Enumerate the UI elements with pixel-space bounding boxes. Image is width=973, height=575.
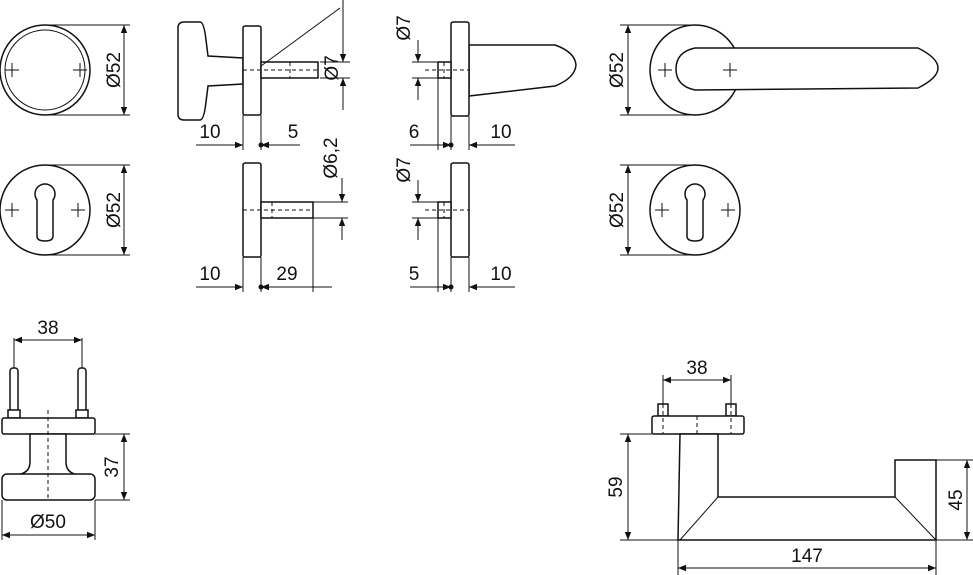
- dim-rose-diameter-4: Ø52: [607, 192, 628, 228]
- dim-lever-height: 59: [606, 476, 627, 497]
- dim-knob-diameter: Ø50: [30, 512, 66, 533]
- dim-lever-length: 147: [791, 546, 823, 567]
- dim-lever-pin-diameter: Ø7: [394, 15, 415, 40]
- dim-knob-spindle: 5: [288, 122, 299, 143]
- dim-rose-diameter-3: Ø52: [607, 52, 628, 88]
- rose-short-pin-side-view: Ø7 5 10: [394, 157, 515, 292]
- dim-rose-pin-diameter: Ø6,2: [321, 137, 342, 178]
- dim-rose-thickness-c: 10: [490, 264, 511, 285]
- knob-assembly-side-view: 38 37 Ø50: [1, 318, 130, 540]
- dim-rose-thickness-b: 10: [199, 264, 220, 285]
- dim-rose-diameter-1: Ø52: [104, 52, 125, 88]
- rose-pin-side-view: Ø6,2 10 29: [196, 137, 348, 292]
- dim-rose-length-29: 29: [276, 264, 297, 285]
- dim-rose-pin-diameter-b: Ø7: [394, 157, 415, 182]
- dim-lever-grip-height: 45: [946, 489, 967, 510]
- dim-knob-side-width: 38: [37, 318, 58, 339]
- key-rose-front-view-right: Ø52: [607, 164, 741, 256]
- dim-lever-side-width: 38: [686, 358, 707, 379]
- dim-rose-diameter-2: Ø52: [104, 192, 125, 228]
- lever-side-view: Ø7 6 10: [394, 15, 577, 150]
- dim-knob-rose-thickness: 10: [199, 122, 220, 143]
- dim-lever-spindle: 6: [409, 122, 420, 143]
- dim-rose-spindle-b: 5: [409, 264, 420, 285]
- knob-rose-front-view: Ø52: [0, 24, 130, 116]
- lever-assembly-side-view: 38 59 45 147: [606, 358, 973, 575]
- dim-knob-height: 37: [102, 456, 123, 477]
- dim-knob-pin-diameter: Ø7: [322, 55, 343, 80]
- lever-front-view: Ø52: [607, 24, 939, 116]
- knob-side-view: Ø7 10 5: [177, 0, 350, 150]
- dim-lever-rose-thickness: 10: [490, 122, 511, 143]
- key-rose-front-view-left: Ø52: [0, 164, 130, 256]
